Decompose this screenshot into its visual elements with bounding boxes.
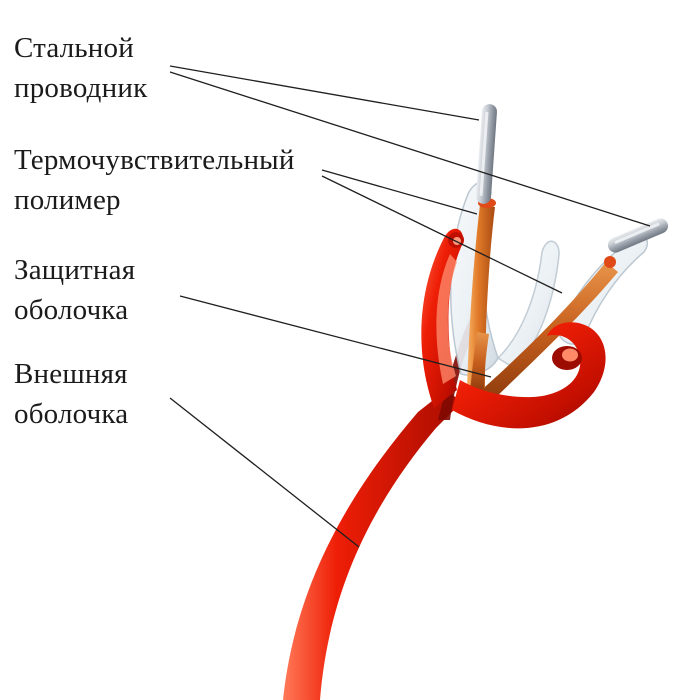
label-protective-sheath-line2: оболочка: [14, 294, 129, 326]
label-protective-sheath: Защитная оболочка: [14, 250, 135, 330]
label-thermo-polymer-line1: Термочувствительный: [14, 144, 295, 176]
label-thermo-polymer: Термочувствительный полимер: [14, 140, 295, 220]
leader-line-polymer-left: [321, 169, 478, 215]
outer-sheath-right-curl-inner: [562, 348, 578, 362]
leader-line-outer-sheath: [169, 397, 360, 548]
cable-stem: [283, 390, 462, 700]
leader-line-polymer-right: [321, 175, 563, 294]
steel-rod-right: [607, 218, 669, 253]
label-outer-sheath: Внешняя оболочка: [14, 354, 128, 434]
polymer-strand-left: [467, 205, 495, 388]
steel-rod-left: [476, 104, 497, 204]
label-outer-sheath-line1: Внешняя: [14, 358, 128, 390]
polymer-collar-right: [604, 256, 616, 268]
outer-sheath-left-inner: [436, 254, 457, 384]
polymer-strand-right: [477, 262, 618, 400]
label-protective-sheath-line1: Защитная: [14, 254, 136, 286]
leader-line-steel-left: [169, 65, 480, 121]
label-steel-conductor: Стальной проводник: [14, 28, 147, 108]
protective-sheath-middle: [496, 240, 560, 369]
label-thermo-polymer-line2: полимер: [14, 184, 121, 216]
label-steel-conductor-line2: проводник: [14, 72, 148, 104]
leader-line-steel-right: [169, 71, 651, 227]
strand-twist-overlay: [470, 332, 489, 392]
leader-line-protective-sheath: [179, 295, 492, 378]
label-outer-sheath-line2: оболочка: [14, 398, 129, 430]
label-steel-conductor-line1: Стальной: [14, 32, 134, 64]
outer-sheath-right-petal: [452, 322, 606, 429]
